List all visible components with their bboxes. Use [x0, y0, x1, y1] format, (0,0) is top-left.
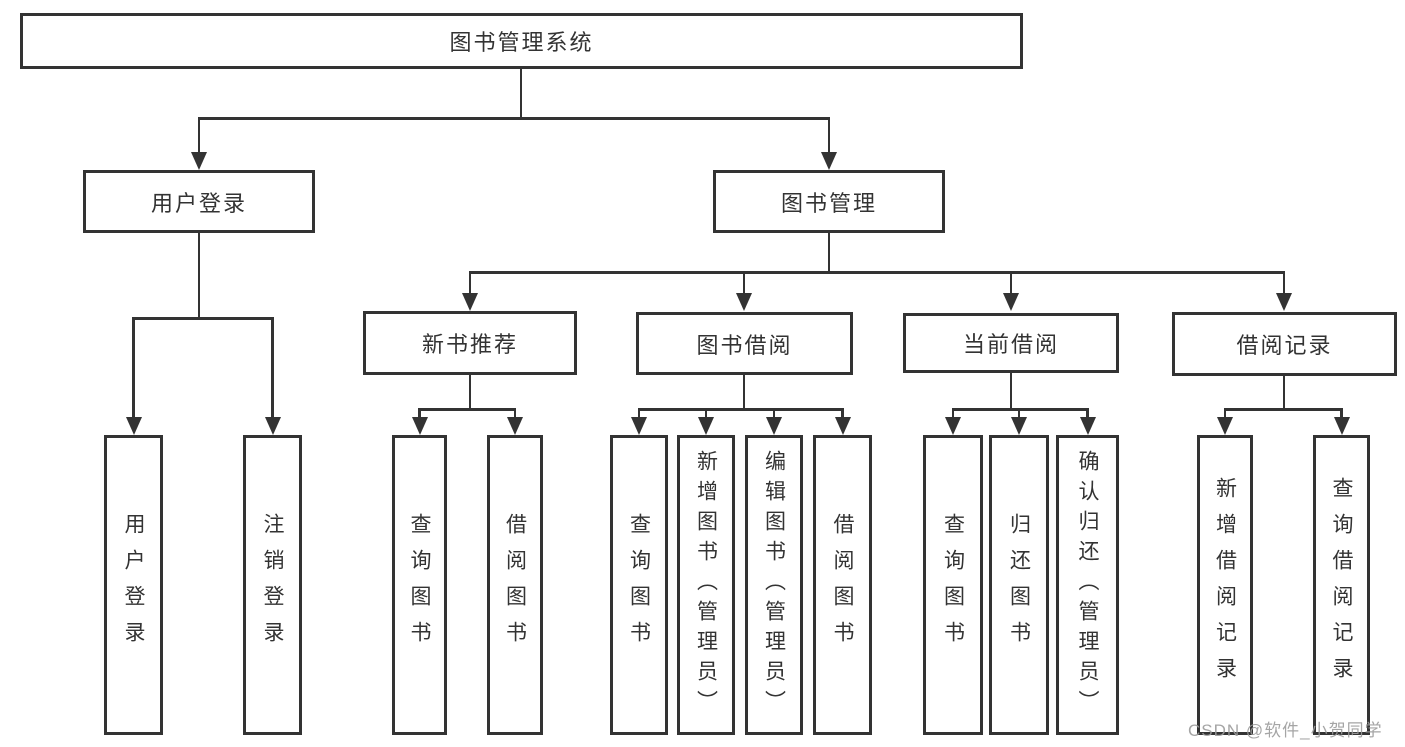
leaf-label: 借阅图书 — [831, 513, 854, 657]
leaf-label: 查询图书 — [627, 513, 651, 657]
arrow-down-icon — [1079, 417, 1096, 435]
leaf-label: 借阅图书 — [503, 513, 527, 657]
node-label: 新书推荐 — [421, 332, 518, 357]
leaf-label: 编辑图书（管理员） — [762, 450, 786, 720]
arrow-down-icon — [631, 417, 647, 435]
connector-stem — [1017, 408, 1021, 418]
connector-stem — [1086, 408, 1089, 418]
connector-stem — [271, 317, 274, 417]
leaf-query-books-borrowing: 查询图书 — [610, 435, 668, 735]
node-new-book-recommend: 新书推荐 — [363, 311, 577, 375]
arrow-down-icon — [1003, 293, 1019, 311]
connector-stem — [742, 271, 746, 294]
connector-stem — [1282, 271, 1286, 294]
node-label: 当前借阅 — [962, 332, 1059, 357]
leaf-label: 归还图书 — [1007, 513, 1031, 657]
leaf-query-books-recommend: 查询图书 — [392, 435, 447, 735]
leaf-add-borrow-record: 新增借阅记录 — [1197, 435, 1253, 735]
node-label: 用户登录 — [150, 190, 247, 216]
arrow-down-icon — [736, 293, 752, 311]
arrow-down-icon — [945, 417, 961, 435]
leaf-query-books-current: 查询图书 — [923, 435, 983, 735]
leaf-label: 查询图书 — [941, 513, 965, 657]
arrow-down-icon — [462, 293, 478, 311]
leaf-label: 确认归还（管理员） — [1076, 450, 1099, 720]
connector-current-borrowing-branch — [951, 408, 1089, 411]
connector-stem — [197, 117, 201, 155]
node-library-management-system: 图书管理系统 — [20, 13, 1023, 69]
leaf-query-borrow-record: 查询借阅记录 — [1313, 435, 1370, 735]
node-book-borrowing: 图书借阅 — [636, 312, 853, 375]
connector-user-login-stem — [197, 233, 201, 319]
node-user-login: 用户登录 — [83, 170, 315, 233]
arrow-down-icon — [1276, 293, 1292, 311]
arrow-down-icon — [698, 417, 714, 435]
leaf-label: 注销登录 — [261, 513, 284, 657]
arrow-down-icon — [1333, 417, 1350, 435]
connector-stem — [513, 408, 517, 418]
node-book-management: 图书管理 — [713, 170, 945, 233]
connector-new-book-stem — [468, 375, 472, 410]
leaf-label: 查询图书 — [408, 513, 431, 657]
node-label: 图书借阅 — [696, 332, 793, 358]
node-label: 借阅记录 — [1236, 333, 1333, 358]
connector-stem — [132, 317, 135, 417]
connector-stem — [468, 271, 472, 294]
connector-book-borrowing-branch — [637, 408, 844, 411]
arrow-down-icon — [1011, 417, 1027, 435]
arrow-down-icon — [264, 417, 281, 435]
arrow-down-icon — [507, 417, 523, 435]
node-current-borrowing: 当前借阅 — [903, 313, 1119, 373]
node-label: 图书管理系统 — [449, 30, 594, 55]
connector-user-login-branch — [132, 317, 274, 320]
connector-stem — [1340, 408, 1343, 418]
node-label: 图书管理 — [780, 190, 877, 216]
leaf-borrow-books-borrowing: 借阅图书 — [813, 435, 872, 735]
connector-root-stem — [519, 69, 523, 119]
leaf-label: 新增借阅记录 — [1213, 477, 1237, 693]
node-borrowing-records: 借阅记录 — [1172, 312, 1397, 376]
arrow-down-icon — [821, 152, 837, 170]
arrow-down-icon — [766, 417, 782, 435]
leaf-label: 新增图书（管理员） — [694, 450, 718, 720]
connector-root-branch — [197, 117, 831, 120]
connector-stem — [418, 408, 421, 418]
connector-stem — [827, 117, 831, 155]
connector-stem — [704, 408, 708, 418]
connector-stem — [772, 408, 776, 418]
leaf-confirm-return-admin: 确认归还（管理员） — [1056, 435, 1119, 735]
connector-stem — [1009, 271, 1013, 294]
leaf-user-login: 用户登录 — [104, 435, 163, 735]
connector-stem — [637, 408, 641, 418]
arrow-down-icon — [834, 417, 851, 435]
leaf-label: 用户登录 — [122, 513, 145, 657]
connector-book-borrowing-stem — [742, 375, 746, 410]
arrow-down-icon — [125, 417, 142, 435]
arrow-down-icon — [191, 152, 207, 170]
arrow-down-icon — [1217, 417, 1233, 435]
connector-book-management-branch — [468, 271, 1286, 274]
connector-stem — [951, 408, 955, 418]
leaf-borrow-books-recommend: 借阅图书 — [487, 435, 543, 735]
connector-stem — [1223, 408, 1227, 418]
connector-stem — [841, 408, 844, 418]
connector-borrowing-records-stem — [1282, 376, 1286, 410]
leaf-label: 查询借阅记录 — [1330, 477, 1353, 693]
connector-book-management-stem — [827, 233, 831, 273]
leaf-logout: 注销登录 — [243, 435, 302, 735]
leaf-add-book-admin: 新增图书（管理员） — [677, 435, 735, 735]
connector-new-book-branch — [418, 408, 517, 411]
csdn-watermark: CSDN @软件_小贺同学 — [1188, 721, 1383, 740]
leaf-edit-book-admin: 编辑图书（管理员） — [745, 435, 803, 735]
connector-borrowing-records-branch — [1223, 408, 1343, 411]
leaf-return-books: 归还图书 — [989, 435, 1049, 735]
connector-current-borrowing-stem — [1009, 373, 1013, 410]
arrow-down-icon — [411, 417, 428, 435]
